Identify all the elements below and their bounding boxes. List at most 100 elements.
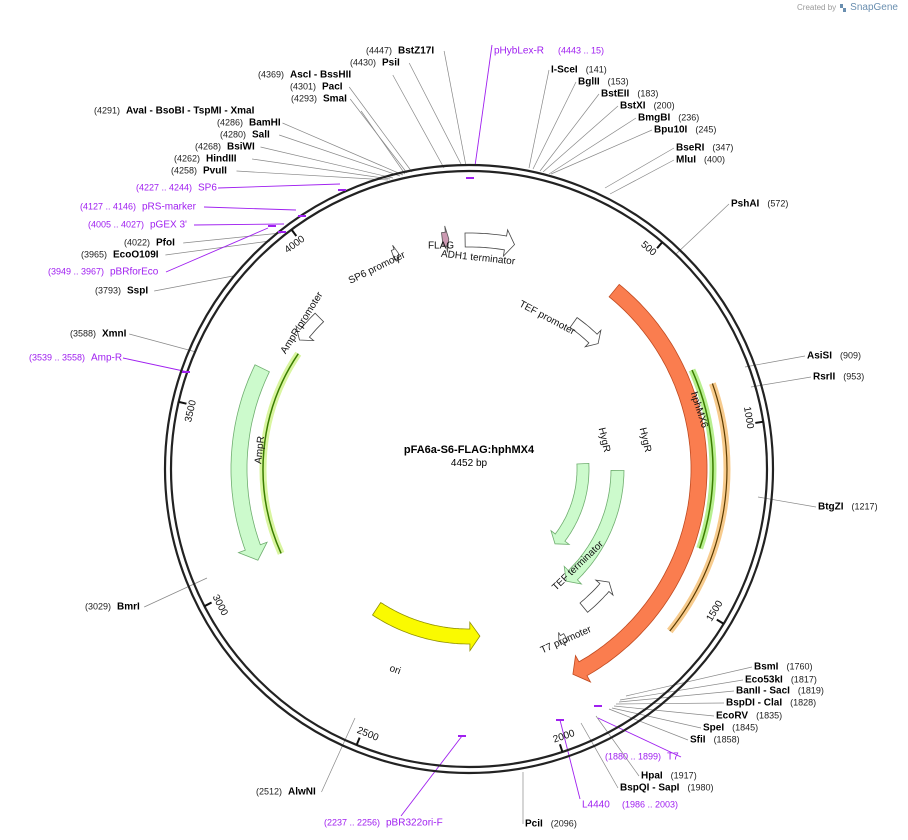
enzyme-site[interactable]: BspQI - SapI(1980) [620,782,713,793]
feature-label-hygr-outer: HygR [637,427,653,454]
enzyme-site[interactable]: (3793)SspI [95,285,148,296]
enzyme-site[interactable]: (2512)AlwNI [256,786,316,797]
primer-site[interactable]: (4227 .. 4244)SP6 [136,182,217,193]
enzyme-leader-line [613,705,715,717]
enzyme-site[interactable]: EcoRV(1835) [716,710,782,721]
feature-ampr-arrow[interactable] [230,364,270,561]
enzyme-position: (4430) [350,57,376,67]
credit-brand: SnapGene [850,2,898,13]
enzyme-name: RsrII [813,372,835,383]
primer-name: pHybLex-R [494,46,544,57]
tick-mark [290,229,298,237]
enzyme-site[interactable]: RsrII(953) [813,371,864,382]
enzyme-name: PfoI [156,238,175,249]
enzyme-name: SpeI [703,723,724,734]
primer-name: L4440 [582,800,610,811]
enzyme-site[interactable]: BtgZI(1217) [818,501,878,512]
primer-site[interactable]: pHybLex-R (4443 .. 15) [494,45,604,56]
enzyme-site[interactable]: BglII(153) [578,76,629,87]
enzyme-leader-line [608,708,689,741]
feature-hygr1-arrow[interactable] [563,469,625,585]
primer-site[interactable]: (1880 .. 1899)T7 [605,751,679,762]
primer-site[interactable]: L4440 (1986 .. 2003) [582,799,678,810]
enzyme-leader-line [129,333,197,353]
enzyme-leader-line [604,147,675,189]
enzyme-leader-line [611,707,702,729]
primer-site[interactable]: (3539 .. 3558)Amp-R [29,352,122,363]
enzyme-site[interactable]: AsiSI(909) [807,350,861,361]
feature-tefprom-arrow[interactable] [569,317,602,348]
enzyme-position: (183) [637,88,658,98]
enzyme-site[interactable]: BstXI(200) [620,100,675,111]
hphmx6-line-orange [669,383,728,632]
enzyme-position: (4268) [195,141,221,151]
feature-label-sp6-promoter: SP6 promoter [347,249,408,286]
enzyme-leader-line [321,717,356,793]
enzyme-site[interactable]: (4022)PfoI [124,237,175,248]
enzyme-site[interactable]: (4293)SmaI [291,93,347,104]
enzyme-leader-line [236,170,389,181]
primer-site[interactable]: (3949 .. 3967)pBRforEco [48,266,159,277]
enzyme-site[interactable]: BstEII(183) [601,88,658,99]
enzyme-site[interactable]: (4430)PsiI [350,57,400,68]
enzyme-site[interactable]: (3029)BmrI [85,601,140,612]
enzyme-site[interactable]: (4268)BsiWI [195,141,255,152]
enzyme-name: AscI - BssHII [290,70,351,81]
primer-range: (1986 .. 2003) [622,799,678,809]
enzyme-name: BanII - SacI [736,686,790,697]
feature-hphmx6-arrow[interactable] [572,283,708,683]
enzyme-site[interactable]: BsmI(1760) [754,661,812,672]
feature-sp6prom-arrow[interactable] [390,244,400,264]
enzyme-site[interactable]: BseRI(347) [676,142,733,153]
enzyme-site[interactable]: MluI (400) [676,154,725,165]
primer-site[interactable]: (4127 .. 4146)pRS-marker [80,201,197,212]
enzyme-site[interactable]: (4258)PvuII [171,165,227,176]
enzyme-position: (4301) [290,81,316,91]
enzyme-site[interactable]: (4447)BstZ17I [366,45,434,56]
enzyme-site[interactable]: HpaI(1917) [641,770,697,781]
primer-range: (4443 .. 15) [558,45,604,55]
enzyme-site[interactable]: (3965)EcoO109I [81,249,159,260]
feature-t7prom-arrow[interactable] [558,632,569,647]
enzyme-site[interactable]: (4301)PacI [290,81,343,92]
enzyme-site[interactable]: (4262)HindIII [174,153,237,164]
enzyme-position: (400) [704,154,725,164]
enzyme-site[interactable]: (4280)SalI [220,129,270,140]
enzyme-site[interactable]: PciI(2096) [525,818,577,829]
enzyme-position: (1760) [786,661,812,671]
enzyme-site[interactable]: BmgBI(236) [638,112,699,123]
enzyme-position: (4258) [171,165,197,175]
enzyme-site[interactable]: I-SceI(141) [551,64,607,75]
tick-mark [355,737,361,746]
enzyme-name: AsiSI [807,351,832,362]
enzyme-site[interactable]: BanII - SacI(1819) [736,685,824,696]
enzyme-site[interactable]: Eco53kI(1817) [745,674,817,685]
primer-site[interactable]: pBR322ori-F(2237 .. 2256) [324,817,443,828]
enzyme-leader-line [260,146,394,179]
enzyme-site[interactable]: Bpu10I(245) [654,124,716,135]
enzyme-name: MluI [676,155,696,166]
enzyme-site[interactable]: SpeI(1845) [703,722,758,733]
feature-amprprom-arrow[interactable] [295,312,325,342]
enzyme-leader-line [360,110,406,175]
feature-adh1-arrow[interactable] [464,228,515,258]
primer-range: (1880 .. 1899) [605,751,661,761]
enzyme-site[interactable]: SfiI(1858) [690,734,740,745]
enzyme-leader-line [252,158,391,180]
hygr-line-green [691,369,714,549]
primer-leader-line [217,183,341,189]
feature-tefterm-arrow[interactable] [579,579,614,613]
enzyme-site[interactable]: (3588)XmnI [70,328,127,339]
enzyme-leader-line [595,715,640,777]
enzyme-leader-line [619,679,744,701]
enzyme-site[interactable]: (4369)AscI - BssHII [258,69,351,80]
feature-ori-arrow[interactable] [371,601,481,652]
enzyme-site[interactable]: BspDI - ClaI(1828) [726,697,816,708]
feature-flag-box[interactable] [441,225,450,253]
enzyme-site[interactable]: (4286)BamHI [217,117,281,128]
enzyme-site[interactable]: PshAI(572) [731,198,788,209]
feature-hygr2-arrow[interactable] [550,462,590,545]
primer-site[interactable]: (4005 .. 4027)pGEX 3' [88,219,187,230]
enzyme-site[interactable]: (4291)AvaI - BsoBI - TspMI - XmaI [94,105,255,116]
primer-range: (3539 .. 3558) [29,352,85,362]
